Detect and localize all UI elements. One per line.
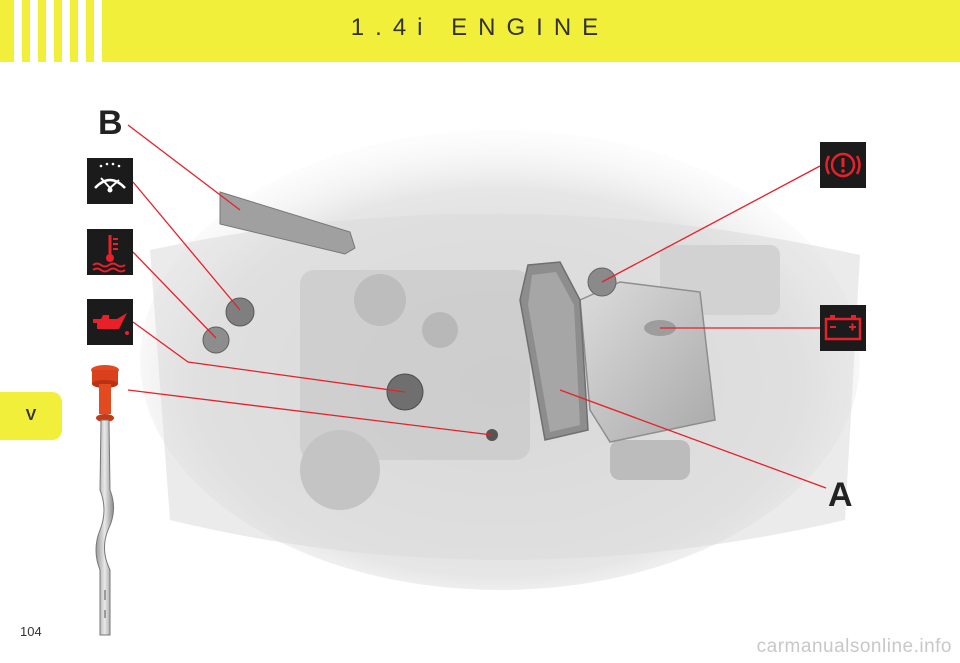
page-number: 104 [20, 624, 42, 639]
coolant-temperature-icon [87, 229, 133, 275]
engine-part [300, 430, 380, 510]
battery-icon [820, 305, 866, 351]
header-stripe [94, 0, 102, 62]
header-stripe [78, 0, 86, 62]
callout-b-label: B [98, 104, 123, 142]
coolant-cap [202, 326, 230, 354]
engine-part [610, 440, 690, 480]
battery-cover [579, 281, 716, 443]
windscreen-washer-icon [87, 158, 133, 204]
section-tab-label: V [25, 407, 37, 424]
engine-part [422, 312, 458, 348]
section-tab: V [0, 392, 62, 440]
header-stripe [46, 0, 54, 62]
brake-warning-icon [820, 142, 866, 188]
header-stripe [62, 0, 70, 62]
page-header: 1.4i ENGINE [0, 0, 960, 62]
washer-reservoir-cap [225, 297, 255, 327]
leader-lines [127, 124, 827, 489]
header-stripe [14, 0, 22, 62]
header-stripe [30, 0, 38, 62]
callout-a-label: A [828, 476, 853, 514]
oil-can-icon [87, 299, 133, 345]
page-title: 1.4i ENGINE [350, 14, 610, 41]
watermark-text: carmanualsonline.info [756, 636, 952, 657]
oil-dipstick [91, 365, 119, 636]
engine-block [300, 270, 530, 460]
engine-part [354, 274, 406, 326]
cabin-filter [219, 191, 356, 255]
